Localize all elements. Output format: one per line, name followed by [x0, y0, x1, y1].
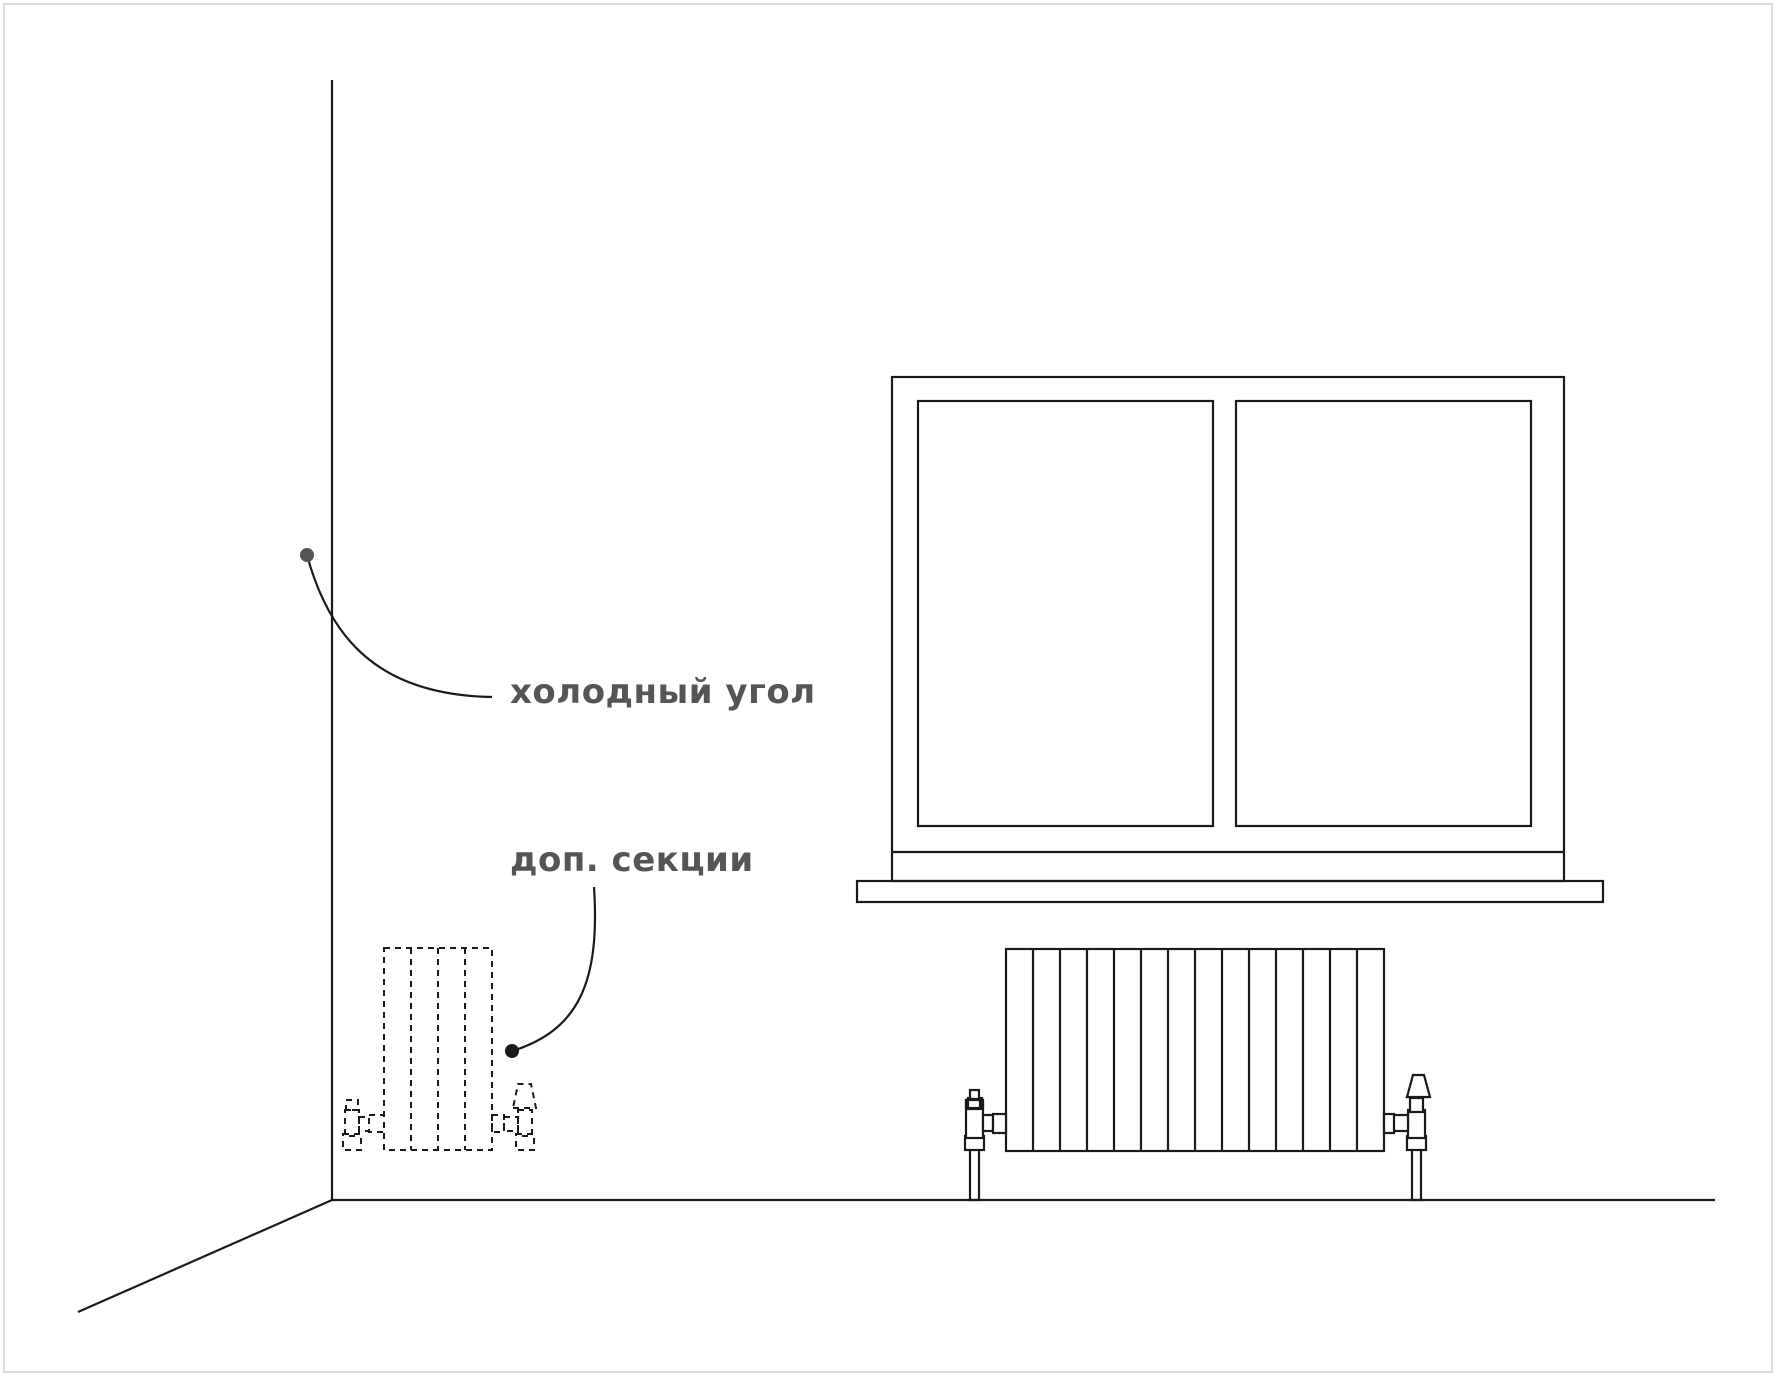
extra-right-valve-coupling — [491, 1114, 505, 1133]
extra-right-thermostat-head — [511, 1083, 538, 1109]
floor-perspective-line — [77, 1198, 333, 1314]
right-valve-body — [1406, 1108, 1427, 1140]
left-pipe — [968, 1144, 981, 1202]
window-left-pane — [916, 399, 1215, 828]
extra-right-valve — [491, 1083, 538, 1151]
left-valve-coupling — [991, 1112, 1008, 1135]
extra-right-valve-connector — [503, 1116, 519, 1132]
right-valve-connector — [1391, 1113, 1410, 1133]
extra-left-pipe-nut — [342, 1133, 362, 1151]
right-thermostat-head — [1405, 1073, 1432, 1099]
extra-left-valve-stem — [345, 1099, 359, 1111]
right-pipe — [1410, 1144, 1423, 1202]
window-sill — [855, 879, 1605, 904]
extra-right-valve-body — [517, 1109, 533, 1137]
extra-left-valve — [342, 1099, 385, 1151]
extra-sections-radiator — [342, 947, 538, 1151]
callout-extra-sections-leader — [511, 886, 597, 1053]
window-frame — [890, 375, 1566, 883]
radiator-left-valve — [963, 1088, 1008, 1202]
left-valve-connector — [981, 1113, 995, 1133]
extra-right-pipe-nut — [515, 1133, 535, 1151]
right-valve-stem — [1408, 1096, 1425, 1114]
callout-cold-corner-dot — [300, 548, 314, 562]
radiator-sections — [1031, 949, 1359, 1151]
window-right-pane — [1234, 399, 1533, 828]
callout-extra-sections — [505, 886, 597, 1058]
radiator — [963, 947, 1432, 1202]
image-border — [3, 3, 1773, 1373]
left-valve-knob — [966, 1098, 982, 1110]
extra-left-valve-coupling — [368, 1114, 385, 1133]
label-cold-corner: холодный угол — [510, 672, 816, 712]
callout-cold-corner — [300, 548, 493, 699]
label-extra-sections: доп. секции — [510, 840, 754, 880]
window — [855, 375, 1605, 904]
radiator-right-valve — [1382, 1073, 1432, 1202]
extra-left-valve-body — [344, 1109, 360, 1137]
extra-left-valve-connector — [358, 1116, 370, 1132]
right-valve-coupling — [1382, 1112, 1396, 1135]
callout-cold-corner-leader — [305, 554, 493, 699]
callout-extra-sections-dot — [505, 1044, 519, 1058]
extra-sections-dividers — [410, 948, 466, 1150]
